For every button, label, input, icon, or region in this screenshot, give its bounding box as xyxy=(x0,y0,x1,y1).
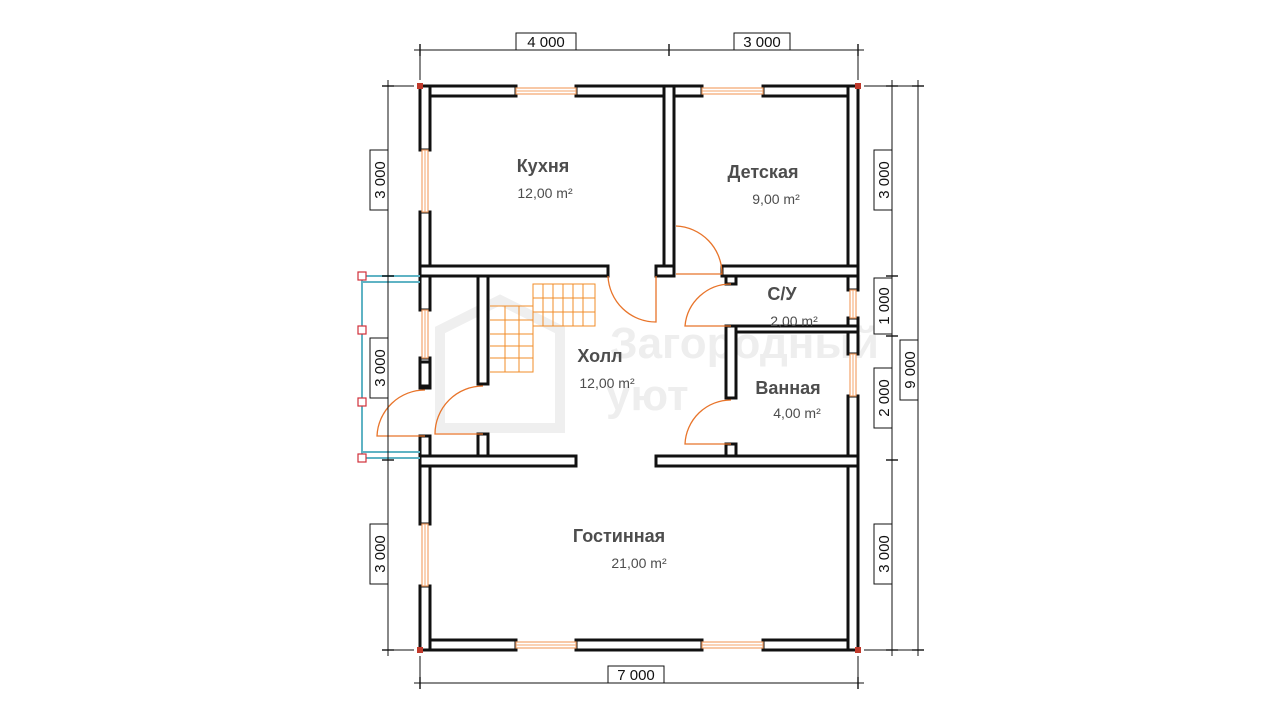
dimension-right: 3 000 1 000 2 000 3 000 xyxy=(864,80,898,656)
room-area: 2,00 m² xyxy=(770,313,818,329)
dimension-label: 9 000 xyxy=(902,351,919,389)
room-living: Гостинная 21,00 m² xyxy=(573,526,667,571)
entrance-door xyxy=(376,389,426,437)
porch-post xyxy=(357,397,367,407)
doors xyxy=(376,225,732,445)
nursery-door xyxy=(675,225,723,275)
wall-segment xyxy=(724,274,738,286)
corner-marker xyxy=(855,83,861,89)
wc-door xyxy=(684,283,732,327)
room-wc: С/У 2,00 m² xyxy=(767,284,818,329)
room-nursery: Детская 9,00 m² xyxy=(728,162,801,207)
dimension-label: 3 000 xyxy=(372,161,389,199)
room-name: Ванная xyxy=(755,378,820,398)
wall-segment xyxy=(574,638,704,652)
room-area: 9,00 m² xyxy=(752,191,800,207)
room-area: 4,00 m² xyxy=(773,405,821,421)
dimension-label: 1 000 xyxy=(876,287,893,325)
wall-segment xyxy=(846,316,860,356)
wall-segment xyxy=(418,210,432,312)
watermark-line-2: уют xyxy=(606,371,689,420)
wall-segment xyxy=(418,84,518,98)
room-name: Кухня xyxy=(517,156,570,176)
room-area: 21,00 m² xyxy=(611,555,667,571)
corner-marker xyxy=(855,647,861,653)
wall-segment xyxy=(846,84,860,292)
staircase xyxy=(490,283,596,373)
wall-segment xyxy=(476,432,490,458)
wall-segment xyxy=(418,434,432,526)
wall-segment xyxy=(734,324,860,334)
dimension-label: 3 000 xyxy=(372,535,389,573)
dimension-label: 7 000 xyxy=(617,667,655,684)
kitchen-door xyxy=(607,275,657,323)
wall-segment xyxy=(418,360,432,388)
porch-post xyxy=(357,325,367,335)
corner-marker xyxy=(417,647,423,653)
dimension-label: 2 000 xyxy=(876,379,893,417)
dimension-top: 4 000 3 000 xyxy=(414,32,864,80)
room-hall: Холл 12,00 m² xyxy=(577,346,635,391)
walls xyxy=(418,84,860,652)
porch-post xyxy=(357,453,367,463)
room-bath: Ванная 4,00 m² xyxy=(755,378,821,421)
wall-segment xyxy=(761,84,860,98)
wall-segment xyxy=(662,84,676,278)
porch xyxy=(357,271,420,463)
corner-marker xyxy=(417,83,423,89)
wall-segment xyxy=(418,84,432,152)
room-name: С/У xyxy=(767,284,797,304)
wall-segment xyxy=(846,394,860,652)
room-area: 12,00 m² xyxy=(517,185,573,201)
wall-segment xyxy=(761,638,860,652)
wall-segment xyxy=(418,584,432,652)
bath-door xyxy=(684,399,732,445)
wall-segment xyxy=(476,274,490,386)
wall-segment xyxy=(654,454,860,468)
wall-segment xyxy=(418,638,518,652)
wall-segment xyxy=(724,324,738,400)
wall-segment xyxy=(720,264,860,278)
dimension-left: 3 000 3 000 3 000 xyxy=(369,80,414,656)
wall-segment xyxy=(418,454,578,468)
dimension-right-total: 9 000 xyxy=(892,80,924,656)
room-area: 12,00 m² xyxy=(579,375,635,391)
room-kitchen: Кухня 12,00 m² xyxy=(517,156,573,201)
dimension-bottom: 7 000 xyxy=(414,656,864,689)
wall-segment xyxy=(574,84,704,98)
dimension-label: 3 000 xyxy=(743,34,781,51)
room-name: Гостинная xyxy=(573,526,665,546)
wall-segment xyxy=(418,264,610,278)
room-name: Детская xyxy=(728,162,799,182)
door xyxy=(434,385,484,435)
dimension-label: 3 000 xyxy=(876,535,893,573)
room-name: Холл xyxy=(577,346,622,366)
windows xyxy=(421,87,857,649)
dimension-label: 3 000 xyxy=(372,349,389,387)
dimension-label: 4 000 xyxy=(527,34,565,51)
porch-post xyxy=(357,271,367,281)
wall-segment xyxy=(654,264,676,278)
dimension-label: 3 000 xyxy=(876,161,893,199)
